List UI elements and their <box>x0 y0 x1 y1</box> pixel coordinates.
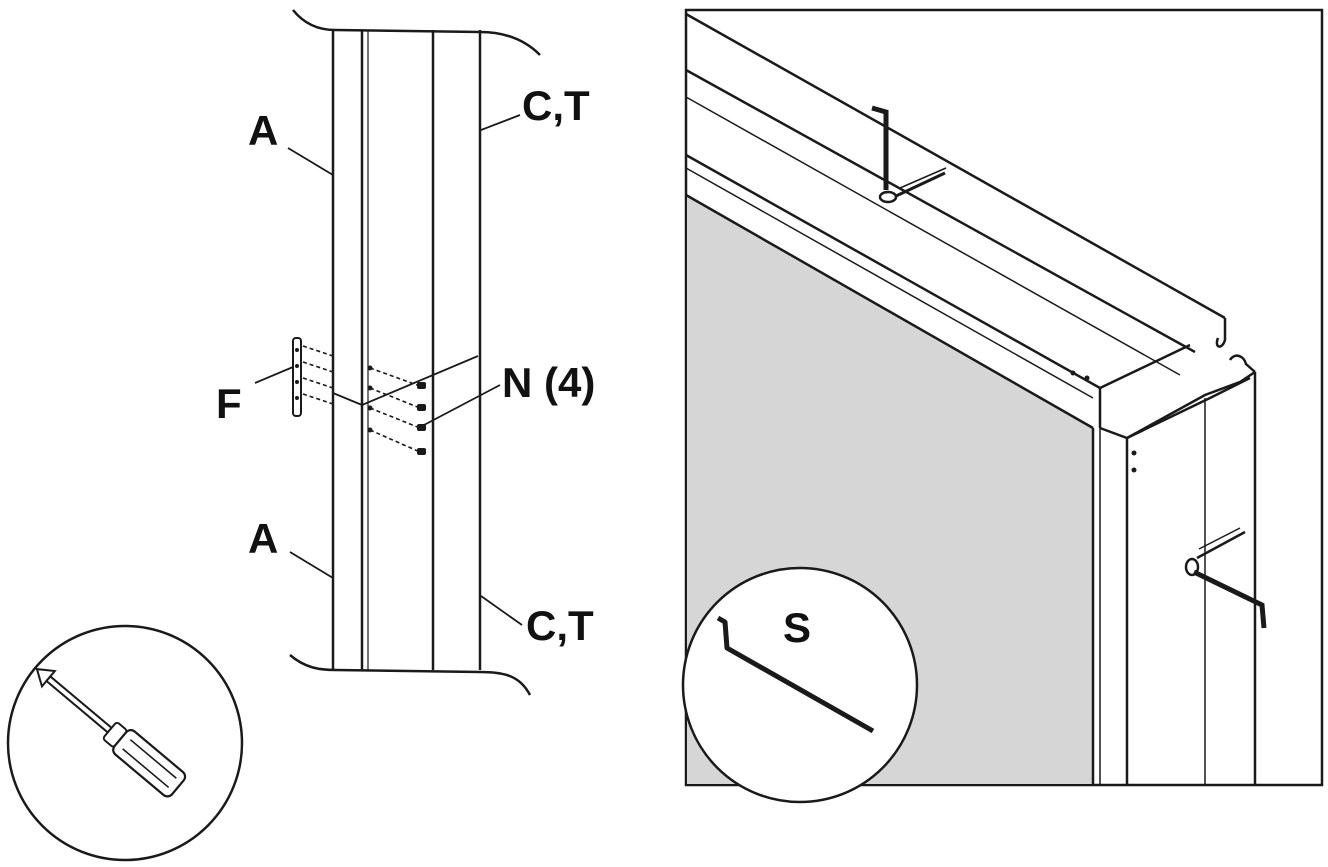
allen-key-icon <box>716 615 875 734</box>
label-part-f: F <box>216 380 242 427</box>
tool-circle-s <box>681 566 919 804</box>
top-break-line <box>292 9 541 56</box>
label-part-ct-top: C,T <box>522 82 590 129</box>
tool-circle <box>6 624 244 862</box>
label-part-a-top: A <box>248 107 278 154</box>
label-part-n: N (4) <box>502 359 595 406</box>
right-figure <box>681 8 1324 804</box>
screws-n <box>367 365 426 455</box>
allen-key-side <box>1184 527 1267 629</box>
leader-lines <box>254 114 523 626</box>
label-part-s: S <box>783 604 811 651</box>
allen-key-top <box>871 105 947 204</box>
left-figure <box>254 9 541 696</box>
label-part-a-bottom: A <box>248 515 278 562</box>
label-part-ct-bottom: C,T <box>526 602 594 649</box>
screwdriver-icon <box>35 667 187 798</box>
bracket-f <box>292 337 302 417</box>
joint-seam <box>332 355 479 406</box>
screwdriver-tool <box>6 624 244 862</box>
bracket-alignment-lines <box>302 345 334 405</box>
bottom-break-line <box>289 654 532 696</box>
